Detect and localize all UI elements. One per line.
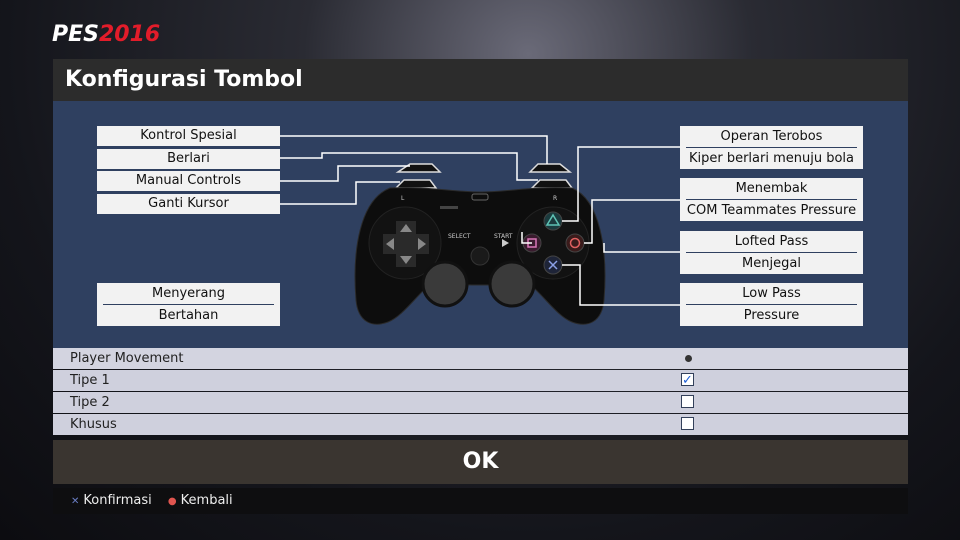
l-label: L (401, 195, 405, 202)
divider (103, 304, 274, 305)
pes-logo: PES2016 (52, 22, 160, 50)
option-label: Khusus (70, 417, 117, 432)
player-movement-options: Player Movement Tipe 1 ✓ Tipe 2 Khusus (53, 348, 908, 436)
r-label: R (553, 195, 557, 202)
cross-button-icon: ✕ (71, 496, 80, 507)
circle-label-pair: Lofted Pass Menjegal (680, 231, 863, 274)
ok-button[interactable]: OK (53, 440, 908, 484)
option-label: Tipe 1 (70, 373, 110, 388)
gamepad-icon (354, 163, 606, 325)
tipe-1-checkbox[interactable]: ✓ (681, 373, 694, 388)
label-kontrol-spesial: Kontrol Spesial (97, 126, 280, 146)
divider (686, 252, 857, 253)
divider (686, 147, 857, 148)
tipe-2-checkbox[interactable] (681, 395, 694, 408)
checkmark-icon: ✓ (682, 373, 693, 388)
khusus-checkbox[interactable] (681, 417, 694, 430)
label-manual-controls: Manual Controls (97, 171, 280, 191)
label-menembak: Menembak (735, 181, 808, 196)
label-com-pressure: COM Teammates Pressure (686, 203, 857, 218)
label-kiper-berlari: Kiper berlari menuju bola (688, 151, 855, 166)
square-label-pair: Menembak COM Teammates Pressure (680, 178, 863, 221)
triangle-label-pair: Operan Terobos Kiper berlari menuju bola (680, 126, 863, 169)
select-label: SELECT (448, 233, 471, 240)
label-lofted-pass: Lofted Pass (734, 234, 809, 249)
circle-button-icon: ● (167, 496, 177, 507)
label-ganti-kursor: Ganti Kursor (97, 194, 280, 214)
label-operan-terobos: Operan Terobos (720, 129, 823, 144)
start-label: START (494, 233, 513, 240)
option-row-khusus[interactable]: Khusus (53, 414, 908, 435)
label-bertahan: Bertahan (158, 308, 219, 323)
option-header-label: Player Movement (70, 351, 184, 366)
label-low-pass: Low Pass (742, 286, 801, 301)
connector-lines (280, 135, 680, 306)
option-label: Tipe 2 (70, 395, 110, 410)
option-row-tipe-1[interactable]: Tipe 1 ✓ (53, 370, 908, 391)
label-menyerang: Menyerang (152, 286, 225, 301)
analog-stick-icon (685, 355, 692, 362)
back-hint[interactable]: Kembali (180, 493, 233, 508)
label-berlari: Berlari (97, 149, 280, 169)
cross-label-pair: Low Pass Pressure (680, 283, 863, 326)
option-row-tipe-2[interactable]: Tipe 2 (53, 392, 908, 413)
footer-hints: ✕Konfirmasi ●Kembali (53, 488, 908, 514)
stick-label-pair: Menyerang Bertahan (97, 283, 280, 326)
confirm-hint[interactable]: Konfirmasi (83, 493, 152, 508)
option-header-player-movement: Player Movement (53, 348, 908, 369)
label-pressure: Pressure (743, 308, 800, 323)
divider (686, 199, 857, 200)
divider (686, 304, 857, 305)
label-menjegal: Menjegal (742, 256, 801, 271)
logo-prefix: PES (52, 22, 99, 47)
page-title: Konfigurasi Tombol (53, 59, 908, 101)
logo-year: 2016 (99, 22, 161, 47)
